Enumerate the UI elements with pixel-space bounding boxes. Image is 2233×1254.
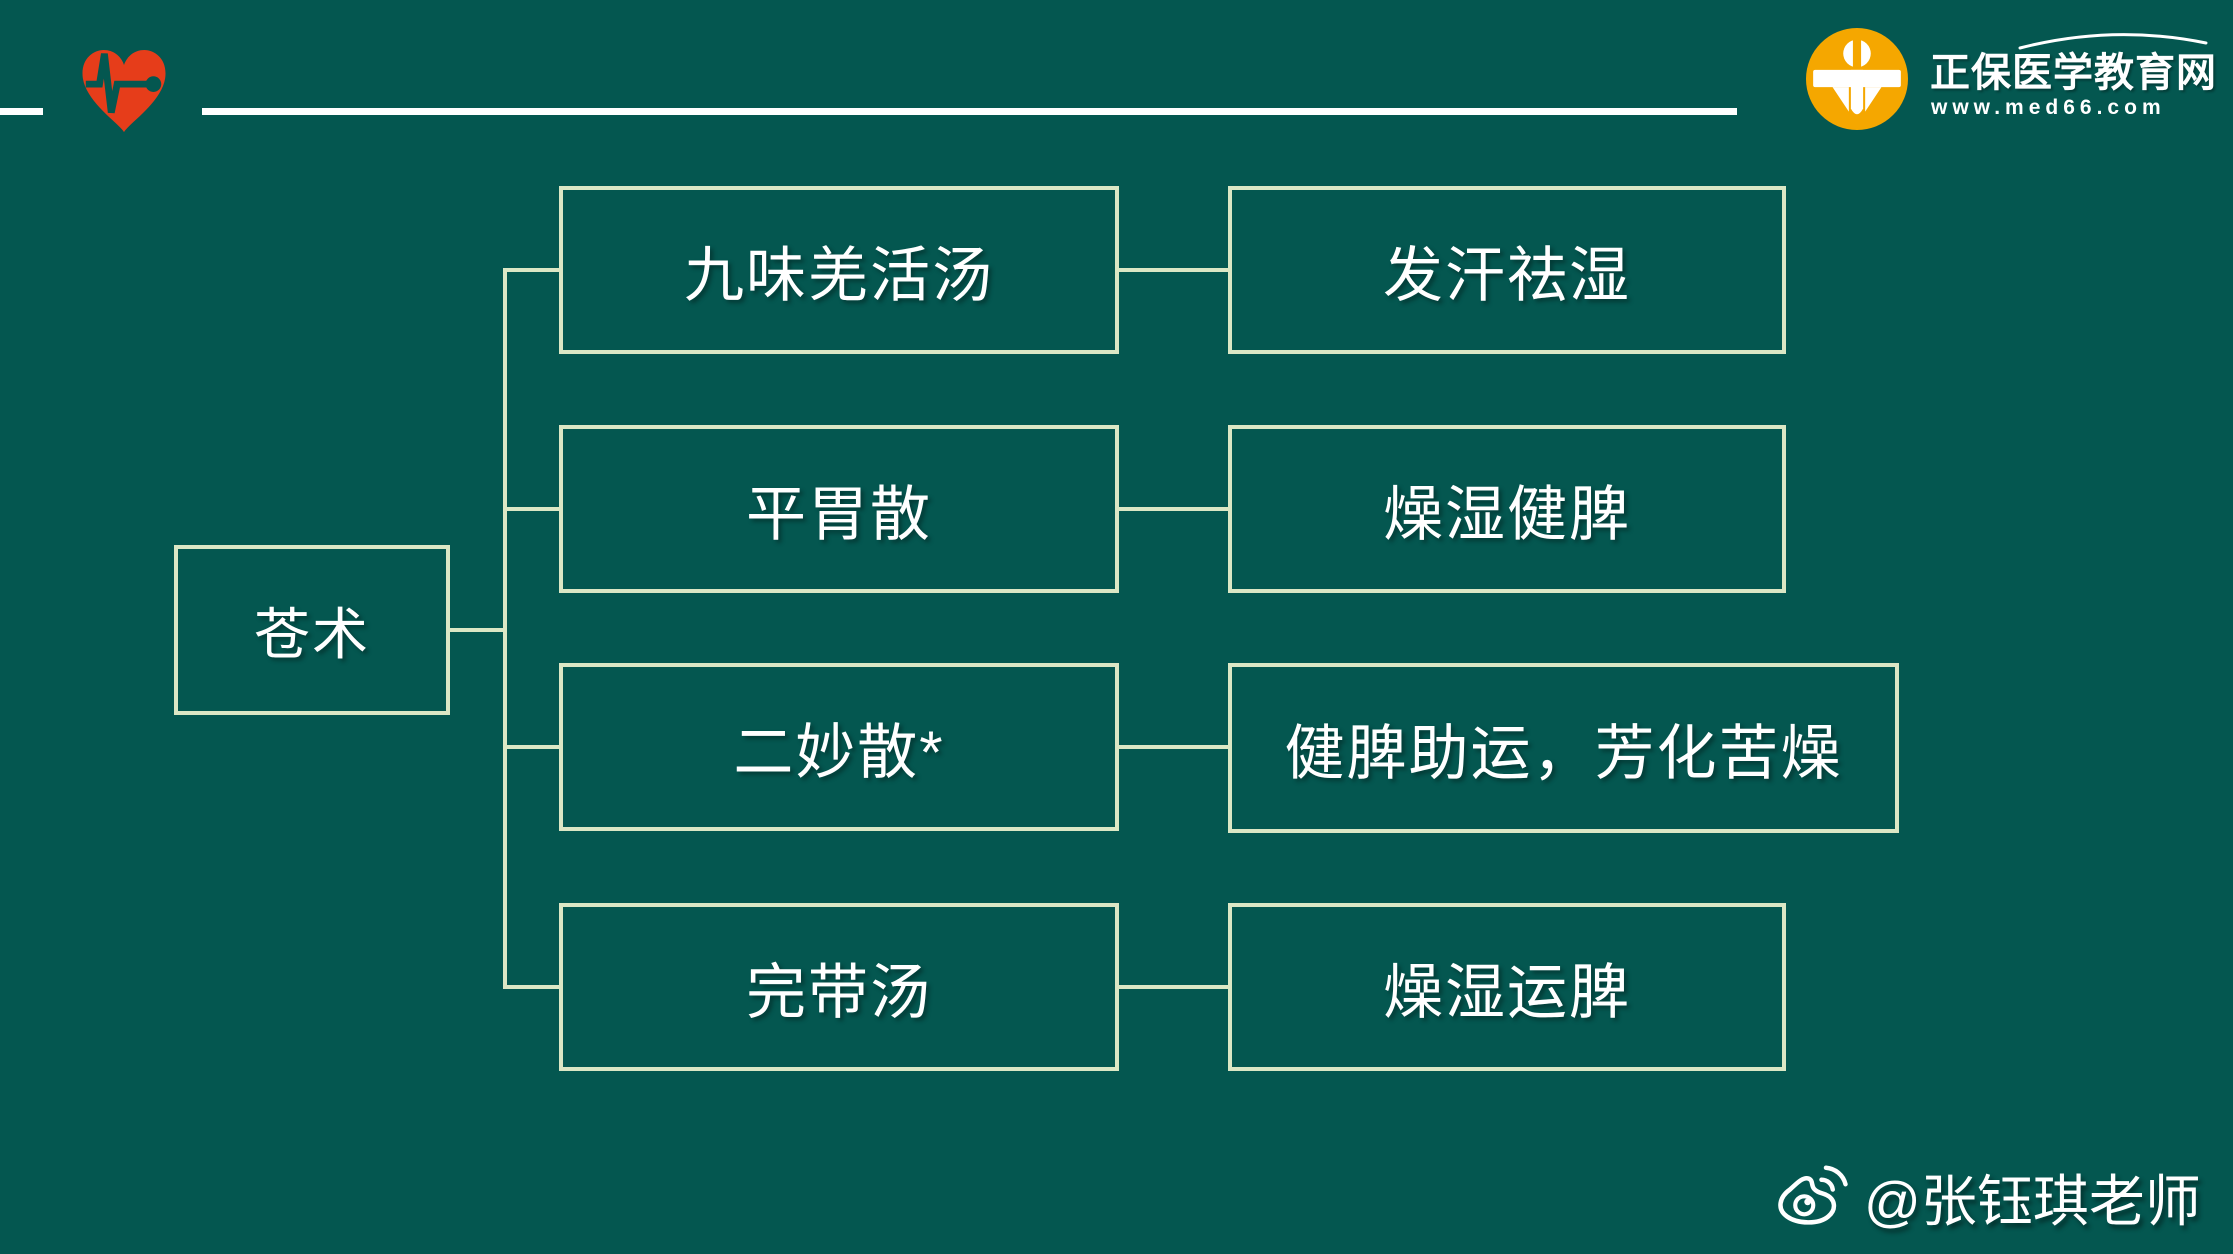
- function-node-1: 发汗祛湿: [1228, 186, 1786, 354]
- brand-cross-icon: [1806, 28, 1908, 130]
- heart-ecg-icon: [75, 40, 173, 140]
- brand-arc-decoration: [2018, 24, 2208, 50]
- function-node-4: 燥湿运脾: [1228, 903, 1786, 1071]
- formula-node-2: 平胃散: [559, 425, 1119, 593]
- connector-branch-2: [505, 507, 561, 511]
- function-node-2: 燥湿健脾: [1228, 425, 1786, 593]
- connector-root: [450, 628, 505, 632]
- formula-node-3: 二妙散*: [559, 663, 1119, 831]
- watermark: @张钰琪老师: [1772, 1152, 2201, 1242]
- connector-row-1: [1119, 268, 1228, 272]
- formula-node-4: 完带汤: [559, 903, 1119, 1071]
- diagram-root-node: 苍术: [174, 545, 450, 715]
- header-divider-right: [202, 108, 1737, 115]
- brand-url: www.med66.com: [1931, 96, 2166, 119]
- watermark-handle: @张钰琪老师: [1864, 1169, 2201, 1233]
- connector-row-3: [1119, 745, 1228, 749]
- formula-node-1: 九味羌活汤: [559, 186, 1119, 354]
- connector-spine: [503, 268, 507, 989]
- header-divider-left: [0, 108, 43, 115]
- connector-row-4: [1119, 985, 1228, 989]
- connector-branch-4: [505, 985, 561, 989]
- brand-name: 正保医学教育网: [1930, 51, 2217, 95]
- connector-branch-1: [505, 268, 561, 272]
- connector-branch-3: [505, 745, 561, 749]
- connector-row-2: [1119, 507, 1228, 511]
- function-node-3: 健脾助运，芳化苦燥: [1228, 663, 1899, 833]
- weibo-icon: [1772, 1161, 1850, 1233]
